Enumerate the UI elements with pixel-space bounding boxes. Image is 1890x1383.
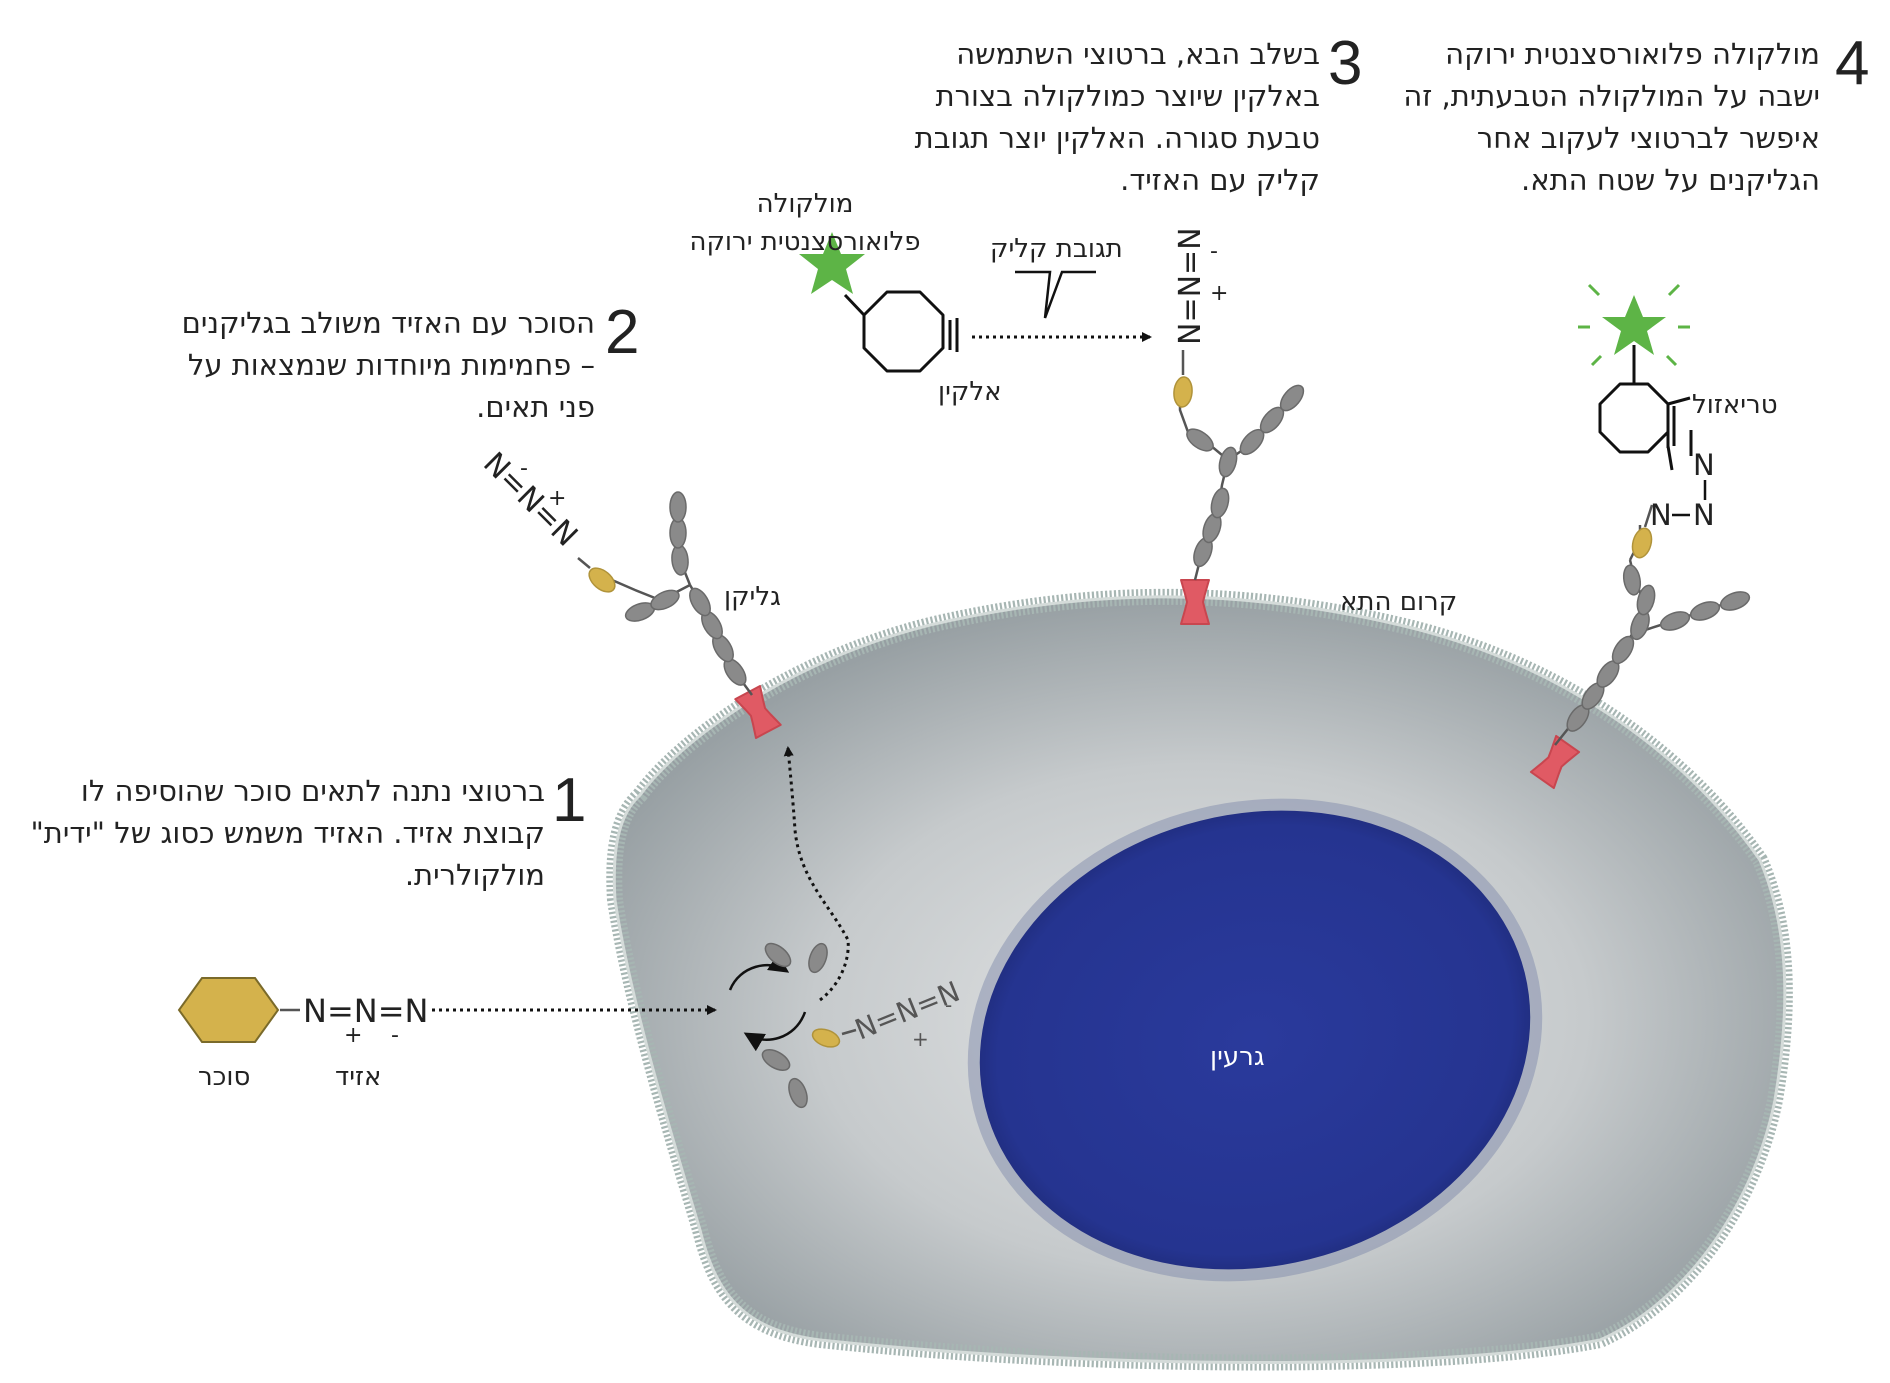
azide-minus-left: -: [520, 456, 528, 481]
sugar-azide-input: N=N=N + -: [177, 977, 717, 1048]
azide-minus-input: -: [391, 1023, 399, 1048]
membrane-protein-1: [734, 685, 782, 739]
cell: [606, 588, 1793, 1371]
azide-minus-middle: -: [1210, 239, 1218, 264]
triazole-n3: N: [1650, 498, 1672, 532]
azide-minus-inside: -: [945, 993, 952, 1017]
glowing-star-icon: [1578, 283, 1690, 367]
azide-formula-input: N=N=N: [303, 992, 428, 1030]
triazole-structure: [1598, 345, 1693, 471]
click-reaction-label: תגובת קליק: [990, 234, 1123, 264]
azide-sugar-left: [588, 567, 616, 593]
glycan-left: N=N=N + -: [476, 446, 754, 696]
azide-formula-middle: N=N=N: [1173, 227, 1208, 345]
alkyne-molecule: [799, 232, 1152, 373]
alkyne-label: אלקין: [938, 377, 1002, 407]
nucleus-label: גרעין: [1210, 1042, 1265, 1072]
triazole-sugar: [1631, 527, 1653, 559]
membrane-protein-3: [1529, 734, 1581, 790]
membrane-protein-2: [1180, 579, 1210, 625]
step-1-text: ברטוצי נתנה לתאים סוכר שהוסיפה לו קבוצת …: [30, 774, 545, 892]
step-3-number: 3: [1328, 29, 1363, 98]
triazole-n2: N: [1693, 498, 1715, 532]
step-1-number: 1: [552, 766, 587, 835]
step-4-text: מולקולה פלואורסצנטית ירוקה ישבה על המולק…: [1403, 37, 1820, 197]
triazole-label: טריאזול: [1692, 390, 1778, 420]
membrane-label: קרום התא: [1340, 587, 1458, 617]
nucleus: [967, 798, 1543, 1282]
fluorescent-star-icon: [799, 232, 865, 294]
azide-plus-left: +: [548, 486, 566, 511]
glycan-middle: N=N=N + -: [1173, 227, 1305, 581]
azide-plus-inside: +: [912, 1027, 929, 1051]
azide-formula-left: N=N=N: [476, 446, 584, 554]
triazole-n1: N: [1693, 448, 1715, 482]
azide-sugar-middle: [1173, 376, 1193, 408]
azide-label: אזיד: [335, 1062, 382, 1092]
azide-sugar-inside: [811, 1028, 841, 1048]
step-4-number: 4: [1835, 29, 1870, 98]
step-3-text: בשלב הבא, ברטוצי השתמשה באלקין שיוצר כמו…: [914, 37, 1320, 197]
step-2-number: 2: [605, 298, 640, 367]
fluorescent-label: מולקולה פלואורסצנטית ירוקה: [689, 189, 921, 257]
step-2-text: הסוכר עם האזיד משולב בגליקנים – פחמימות …: [181, 306, 595, 424]
sugar-hexagon: [177, 977, 280, 1043]
sugar-label: סוכר: [198, 1062, 251, 1092]
azide-plus-input: +: [344, 1023, 362, 1048]
click-icon: [1015, 270, 1096, 319]
azide-plus-middle: +: [1210, 281, 1228, 306]
glycan-right: N N N: [1554, 283, 1751, 746]
glycan-label: גליקן: [724, 582, 781, 612]
